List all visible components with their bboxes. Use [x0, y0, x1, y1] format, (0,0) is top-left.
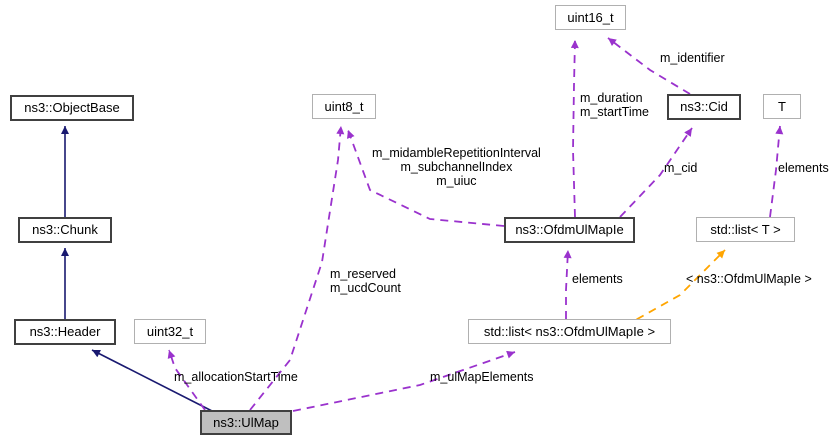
edge-assoc-cid-uint16 [607, 37, 691, 95]
node-label: T [778, 98, 786, 114]
edge-assoc-ulmap-uint32 [167, 349, 206, 411]
node-t[interactable]: T [763, 94, 801, 119]
node-label: std::list< ns3::OfdmUlMapIe > [483, 323, 656, 339]
node-ns3-ofdmulmapie[interactable]: ns3::OfdmUlMapIe [504, 217, 635, 243]
node-ns3-cid[interactable]: ns3::Cid [667, 94, 741, 120]
edge-assoc-ofdmulmapie-cid [619, 127, 693, 218]
node-uint8-t[interactable]: uint8_t [312, 94, 376, 119]
edge-inheritance-ulmap-header [91, 349, 215, 413]
edge-label-elements-right: elements [778, 161, 829, 175]
edge-assoc-ofdmulmapie-uint16 [570, 39, 579, 218]
node-label: ns3::OfdmUlMapIe [515, 222, 624, 237]
edge-label-m-allocationstarttime: m_allocationStartTime [174, 370, 298, 384]
node-ns3-ulmap[interactable]: ns3::UlMap [200, 410, 292, 435]
edge-assoc-listofdm-ofdmulmapie [563, 249, 572, 319]
node-label: uint16_t [567, 9, 614, 25]
edge-assoc-ofdmulmapie-uint8 [346, 129, 505, 227]
node-label: ns3::UlMap [213, 414, 279, 430]
edge-label-template-instantiation: < ns3::OfdmUlMapIe > [686, 272, 812, 286]
edge-label-elements-middle: elements [572, 272, 623, 286]
node-uint32-t[interactable]: uint32_t [134, 319, 206, 344]
node-label: ns3::Cid [680, 99, 728, 114]
node-std-list-t[interactable]: std::list< T > [696, 217, 795, 242]
node-label: uint8_t [324, 98, 364, 114]
edge-assoc-listt-t [769, 125, 784, 218]
node-label: uint32_t [146, 323, 194, 339]
edge-label-m-identifier: m_identifier [660, 51, 725, 65]
node-std-list-ofdmulmapie[interactable]: std::list< ns3::OfdmUlMapIe > [468, 319, 671, 344]
edge-label-m-ulmapelements: m_ulMapElements [430, 370, 534, 384]
edge-label-m-midamble-group: m_midambleRepetitionInterval m_subchanne… [372, 146, 541, 188]
edge-label-m-reserved-m-ucdcount: m_reserved m_ucdCount [330, 267, 401, 295]
node-ns3-objectbase[interactable]: ns3::ObjectBase [10, 95, 134, 121]
node-label: std::list< T > [710, 221, 781, 237]
edge-label-m-cid: m_cid [664, 161, 698, 175]
edge-assoc-ulmap-uint8 [249, 125, 345, 411]
node-label: ns3::Header [29, 324, 101, 339]
node-label: ns3::ObjectBase [24, 100, 120, 115]
node-uint16-t[interactable]: uint16_t [555, 5, 626, 30]
node-ns3-header[interactable]: ns3::Header [14, 319, 116, 345]
node-ns3-chunk[interactable]: ns3::Chunk [18, 217, 112, 243]
node-label: ns3::Chunk [32, 222, 98, 237]
edge-label-m-duration-m-starttime: m_duration m_startTime [580, 91, 649, 119]
edge-assoc-ulmap-listofdm [292, 350, 516, 412]
